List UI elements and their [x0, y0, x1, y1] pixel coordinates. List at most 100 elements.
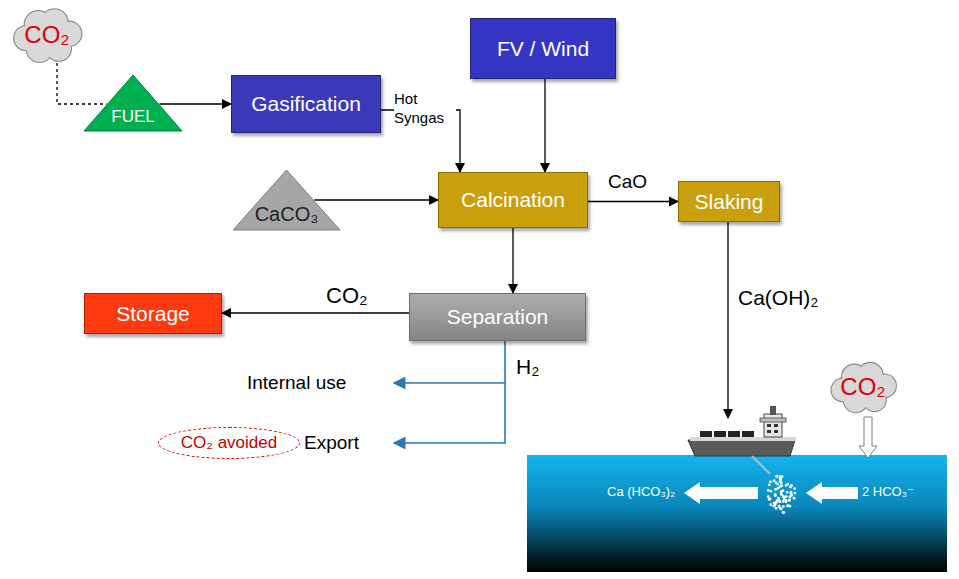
bubble	[786, 505, 789, 508]
flow-arrow	[381, 110, 460, 172]
node-text: Gasification	[251, 92, 361, 115]
node-text: CO₂	[840, 374, 885, 400]
flow-arrow	[314, 199, 438, 200]
discharge-pipe	[752, 456, 770, 474]
cloud-shape	[41, 9, 67, 35]
cloud-shape	[14, 26, 39, 51]
bubble	[785, 484, 788, 487]
chemical-label: Ca (HCO₃)₂	[607, 485, 675, 500]
node-text: CaCO₃	[255, 203, 319, 225]
node-text: Calcination	[461, 188, 565, 211]
bubble	[773, 479, 776, 482]
bubble	[790, 491, 793, 494]
bubble	[775, 507, 778, 510]
cloud-shape	[14, 26, 38, 50]
cloud-shape	[842, 364, 868, 390]
bubble	[779, 475, 782, 478]
flow-arrow	[588, 201, 678, 202]
node-text: CO₂ avoided	[181, 434, 277, 453]
flow-arrow	[222, 312, 409, 313]
cloud-shape	[57, 22, 81, 46]
destination-label: Export	[304, 432, 359, 454]
edge-label: CaO	[608, 170, 647, 194]
flow-label: H₂	[516, 355, 539, 379]
bubble	[767, 495, 770, 498]
destination-label: Internal use	[247, 372, 346, 394]
bubble	[769, 503, 772, 506]
cloud-shape	[10, 4, 84, 66]
bubble	[793, 487, 796, 490]
fuel-triangle: FUEL	[84, 75, 182, 131]
feed-triangle: CaCO₃	[233, 170, 340, 230]
bubble	[782, 500, 785, 503]
bubble	[780, 493, 783, 496]
bubble	[793, 497, 796, 500]
node-text: CO₂	[24, 22, 69, 48]
cloud-shape	[849, 374, 877, 402]
process-box: Slaking	[678, 181, 780, 222]
ship-cargo	[714, 431, 726, 437]
cloud-shape	[849, 374, 878, 403]
flow-arrow	[684, 417, 877, 504]
flow-arrow	[859, 417, 877, 458]
avoided-ellipse: CO₂ avoided	[158, 427, 300, 459]
triangle-shape	[84, 75, 182, 131]
ship-cargo	[742, 431, 754, 437]
cloud-shape	[41, 9, 68, 36]
ship-deck	[690, 437, 796, 441]
flow-arrow	[159, 103, 231, 104]
h2-line	[394, 382, 505, 384]
bubble	[788, 498, 791, 501]
ship-cargo	[728, 431, 740, 437]
cloud-shape	[863, 389, 886, 412]
ship-hull	[688, 440, 795, 456]
bubble	[789, 486, 792, 489]
bubble	[776, 499, 779, 502]
edge-label: CO₂	[326, 282, 368, 310]
flow-arrow	[512, 228, 513, 293]
energy-box: FV / Wind	[470, 18, 616, 79]
h2-line	[394, 341, 505, 443]
cloud-shape	[844, 389, 868, 413]
cloud-shape	[32, 21, 62, 51]
ship-window	[774, 430, 778, 433]
cloud-shape	[832, 379, 855, 402]
bubble	[770, 490, 773, 493]
bubble	[783, 496, 786, 499]
cloud-shape	[27, 37, 52, 62]
node-text: Storage	[116, 302, 190, 325]
cloud-shape	[857, 363, 883, 389]
process-box: Separation	[409, 293, 586, 341]
feed-line	[727, 222, 728, 418]
cloud-shape	[47, 37, 71, 61]
bubble	[789, 496, 792, 499]
process-box: Calcination	[438, 172, 588, 228]
node-text: Separation	[447, 305, 549, 328]
cloud-shape	[46, 36, 71, 61]
bubble	[782, 511, 785, 514]
bubble	[788, 505, 791, 508]
cloud-shape	[24, 11, 51, 38]
bubble	[767, 489, 770, 492]
bubble	[772, 505, 775, 508]
bubble	[768, 483, 771, 486]
bubble	[788, 499, 791, 502]
cloud-shape	[32, 21, 63, 52]
bubble	[780, 481, 783, 484]
bubble	[769, 480, 772, 483]
bubble	[777, 497, 780, 500]
cloud-shape	[858, 363, 883, 388]
cloud-shape	[831, 378, 854, 401]
process-box: Gasification	[231, 75, 381, 133]
cloud-shape	[57, 21, 82, 46]
bubble	[776, 475, 779, 478]
bubble	[775, 475, 778, 478]
bubble	[774, 488, 777, 491]
node-text: FUEL	[111, 108, 154, 127]
bubble	[773, 504, 776, 507]
flow-arrow	[806, 482, 858, 504]
bubble	[782, 505, 785, 508]
